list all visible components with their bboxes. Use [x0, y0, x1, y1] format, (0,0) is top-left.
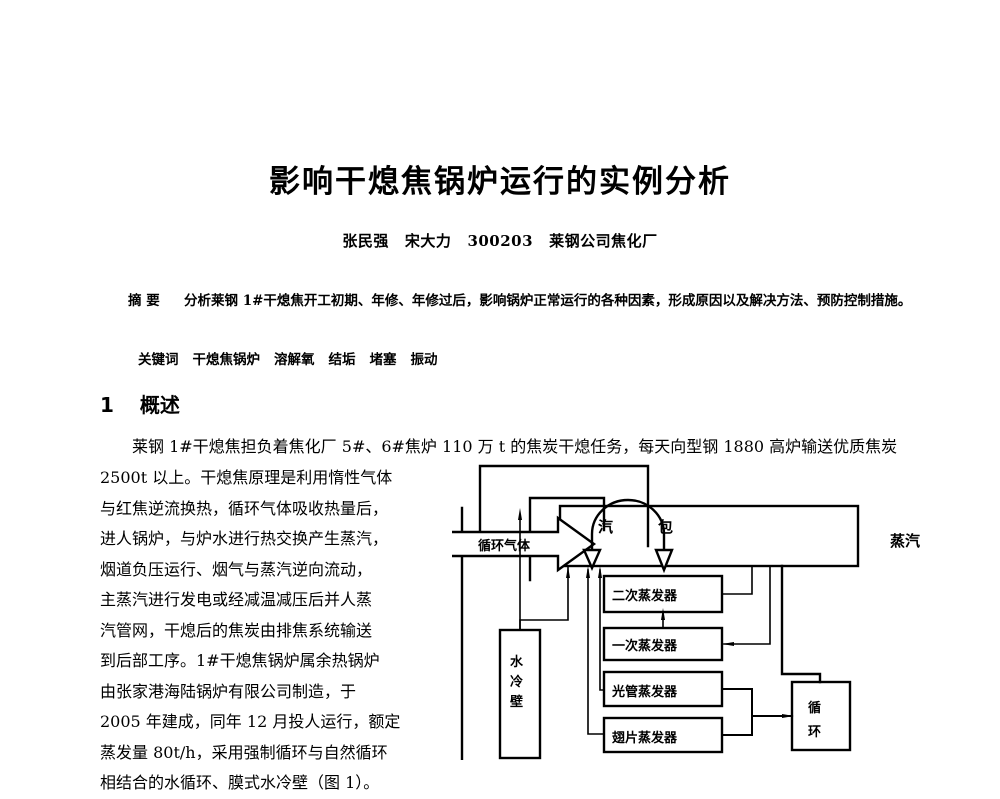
page-title: 影响干熄焦锅炉运行的实例分析	[269, 164, 731, 200]
body-line: 与红焦逆流换热，循环气体吸收热量后，	[100, 498, 389, 518]
label-bare-tube-evaporator: 光管蒸发器	[611, 684, 678, 700]
abstract-label: 摘 要	[128, 293, 160, 309]
keywords-label: 关键词	[138, 352, 179, 368]
circulating-gas-arrow	[452, 515, 597, 573]
abstract-text: 分析莱钢 1#干熄焦开工初期、年修、年修过后，影响锅炉正常运行的各种因素，形成原…	[184, 293, 912, 309]
pump-to-finned-line	[721, 715, 753, 736]
drum-arrow-head-right	[654, 548, 674, 574]
keyword-item: 溶解氧	[274, 352, 315, 368]
riser-line-a	[599, 569, 605, 691]
label-water-wall-c2: 冷	[510, 674, 523, 690]
label-secondary-evaporator: 二次蒸发器	[612, 588, 678, 604]
label-primary-evaporator: 一次蒸发器	[612, 638, 678, 654]
drum-to-primary-line	[723, 565, 771, 645]
body-line: 蒸发量 80t/h，采用强制循环与自然循环	[100, 742, 388, 762]
author-name-1: 张民强	[342, 232, 389, 250]
riser-arrow-b	[586, 566, 590, 578]
water-wall-downcomer	[519, 565, 569, 631]
label-steam-drum-right: 包	[658, 518, 673, 536]
label-water-wall-c3: 壁	[510, 694, 523, 710]
water-wall-riser-arrow	[518, 508, 522, 520]
pump-to-bare-tube-line	[721, 688, 793, 717]
drum-to-pump-line	[780, 564, 822, 684]
body-line: 2500t 以上。干熄焦原理是利用惰性气体	[100, 468, 393, 487]
keyword-item: 结垢	[328, 352, 356, 368]
section-heading: 1 概述	[100, 389, 180, 418]
keyword-item: 干熄焦锅炉	[192, 352, 261, 368]
water-wall-box	[498, 628, 542, 760]
author-line: 张民强宋大力 300203 莱钢公司焦化厂	[0, 230, 1000, 251]
keyword-item: 振动	[410, 352, 438, 368]
keyword-item: 堵塞	[369, 352, 397, 368]
body-line: 主蒸汽进行发电或经减温减压后并人蒸	[100, 590, 373, 609]
body-line: 烟道负压运行、烟气与蒸汽逆向流动，	[100, 559, 373, 579]
label-circulation-c2: 环	[808, 725, 821, 740]
label-steam: 蒸汽	[890, 532, 920, 550]
body-paragraph-column: 2500t 以上。干熄焦原理是利用惰性气体 与红焦逆流换热，循环气体吸收热量后，…	[100, 463, 440, 799]
body-line: 到后部工序。1#干熄焦锅炉属余热锅炉	[100, 651, 380, 670]
drum-arrow-head-left	[582, 548, 602, 571]
section-title: 概述	[139, 393, 180, 417]
label-circulation-c1: 循	[808, 700, 821, 716]
riser-arrow-a	[598, 566, 602, 578]
label-finned-evaporator: 翅片蒸发器	[611, 730, 678, 746]
body-text: 莱钢 1#干熄焦担负着焦化厂 5#、6#焦炉 110 万 t 的焦炭干熄任务，每…	[132, 437, 898, 456]
drum-circulation-arrow-path	[590, 498, 666, 554]
abstract-block: 摘 要 分析莱钢 1#干熄焦开工初期、年修、年修过后，影响锅炉正常运行的各种因素，…	[100, 288, 920, 314]
label-water-wall-c1: 水	[510, 654, 524, 670]
body-line: 2005 年建成，同年 12 月投人运行，额定	[100, 712, 401, 731]
label-steam-drum-left: 汽	[598, 518, 613, 536]
affiliation: 莱钢公司焦化厂	[549, 232, 658, 250]
body-line: 进人锅炉，与炉水进行热交换产生蒸汽，	[100, 529, 389, 548]
postal-code: 300203	[467, 232, 534, 250]
body-line: 相结合的水循环、膜式水冷壁（图 1）。	[100, 773, 380, 792]
body-line: 汽管网，干熄后的焦炭由排焦系统输送	[100, 620, 373, 640]
section-number: 1	[100, 393, 114, 417]
keywords-block: 关键词干熄焦锅炉溶解氧结垢堵塞振动	[138, 348, 452, 368]
author-name-2: 宋大力	[404, 232, 452, 250]
secondary-feed-line	[721, 565, 753, 595]
document-page: 影响干熄焦锅炉运行的实例分析 张民强宋大力 300203 莱钢公司焦化厂 摘 要 分析…	[0, 164, 1000, 792]
figure-boiler-flow-diagram: 循环气体 汽 包 蒸汽 水 冷 壁 二次蒸发器 一次蒸发器 光管蒸发器 翅片蒸发…	[452, 460, 952, 760]
label-circulating-gas: 循环气体	[478, 538, 531, 554]
drum-to-primary-arrow	[722, 642, 734, 646]
primary-to-secondary-arrow	[661, 608, 665, 620]
riser-line-b	[587, 569, 605, 735]
body-line: 由张家港海陆锅炉有限公司制造，于	[100, 681, 357, 701]
water-wall-downcomer-arrow	[566, 566, 570, 578]
pump-inlet-arrow	[782, 714, 794, 718]
body-paragraph-first-line: 莱钢 1#干熄焦担负着焦化厂 5#、6#焦炉 110 万 t 的焦炭干熄任务，每…	[100, 432, 924, 462]
